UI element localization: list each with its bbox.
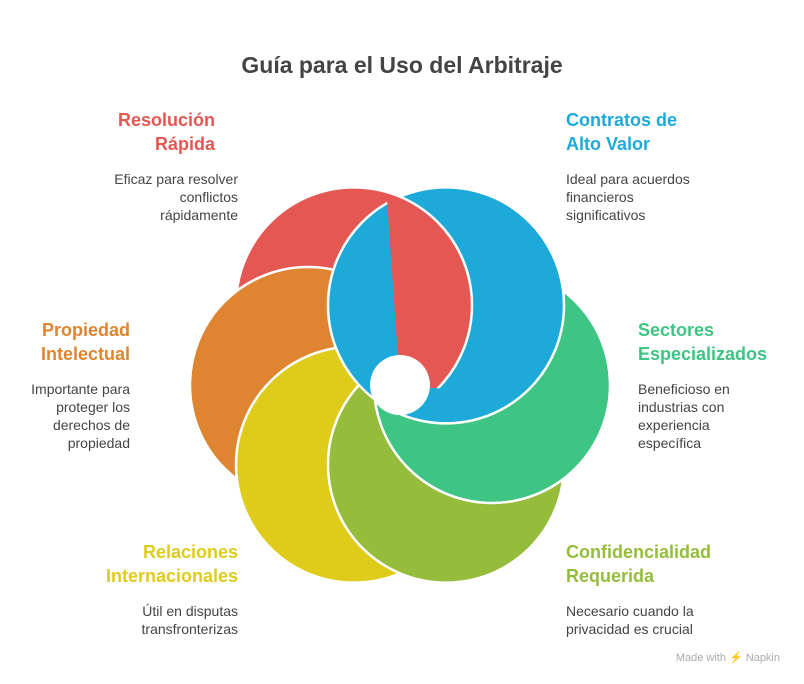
item-desc: Útil en disputas transfronterizas xyxy=(141,603,238,637)
item-desc: Importante para proteger los derechos de… xyxy=(31,381,130,451)
item-title: Resolución Rápida xyxy=(117,110,215,154)
page-title: Guía para el Uso del Arbitraje xyxy=(241,52,563,78)
item-desc: Ideal para acuerdos financieros signific… xyxy=(566,171,690,223)
item-title: Propiedad Intelectual xyxy=(40,320,130,364)
item-desc: Beneficioso en industrias con experienci… xyxy=(638,381,730,451)
item-desc: Eficaz para resolver conflictos rápidame… xyxy=(114,171,238,223)
item-relaciones-internacionales: Relaciones Internacionales Útil en dispu… xyxy=(106,540,238,638)
item-title: Sectores Especializados xyxy=(638,320,768,364)
item-propiedad-intelectual: Propiedad Intelectual Importante para pr… xyxy=(31,318,130,452)
item-resolucion-rapida: Resolución Rápida Eficaz para resolver c… xyxy=(114,108,238,224)
item-confidencialidad-requerida: Confidencialidad Requerida Necesario cua… xyxy=(566,540,711,638)
item-desc: Necesario cuando la privacidad es crucia… xyxy=(566,603,694,637)
center-hole xyxy=(370,355,430,415)
item-title: Relaciones Internacionales xyxy=(105,542,238,586)
napkin-watermark: Made with ⚡ Napkin xyxy=(675,652,780,664)
item-sectores-especializados: Sectores Especializados Beneficioso en i… xyxy=(638,318,767,452)
item-title: Contratos de Alto Valor xyxy=(566,110,678,154)
item-contratos-alto-valor: Contratos de Alto Valor Ideal para acuer… xyxy=(566,108,690,224)
item-title: Confidencialidad Requerida xyxy=(566,542,712,586)
